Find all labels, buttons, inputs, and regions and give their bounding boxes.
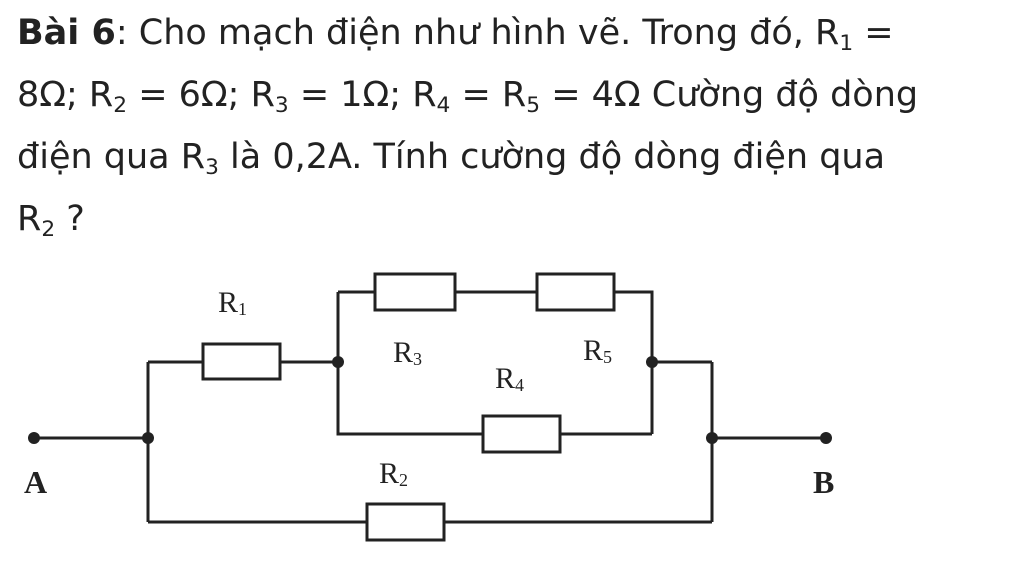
label-r4: R4	[495, 362, 524, 395]
label-r2: R2	[379, 457, 408, 490]
node-b-label: B	[813, 464, 834, 500]
problem-line-4: R2 ?	[17, 199, 85, 243]
resistor-r4	[481, 414, 562, 454]
junction-right-dot	[706, 432, 718, 444]
resistor-r5	[535, 272, 616, 312]
label-r3: R3	[393, 336, 422, 369]
resistor-r3	[373, 272, 457, 312]
terminal-b-dot	[820, 432, 832, 444]
junction-inner-right-dot	[646, 356, 658, 368]
node-a-label: A	[24, 464, 47, 500]
problem-line-1: Bài 6: Cho mạch điện như hình vẽ. Trong …	[17, 13, 894, 57]
label-r5: R5	[583, 334, 612, 367]
label-r1: R1	[218, 286, 247, 319]
junction-inner-left-dot	[332, 356, 344, 368]
problem-label: Bài 6	[17, 13, 116, 53]
problem-line-2: 8Ω; R2 = 6Ω; R3 = 1Ω; R4 = R5 = 4Ω Cường…	[17, 75, 919, 119]
junction-left-dot	[142, 432, 154, 444]
problem-line-3: điện qua R3 là 0,2A. Tính cường độ dòng …	[17, 137, 886, 181]
problem-text: Bài 6: Cho mạch điện như hình vẽ. Trong …	[17, 2, 1017, 250]
terminal-a-dot	[28, 432, 40, 444]
resistor-r2	[365, 502, 446, 542]
resistor-r1	[201, 342, 282, 381]
